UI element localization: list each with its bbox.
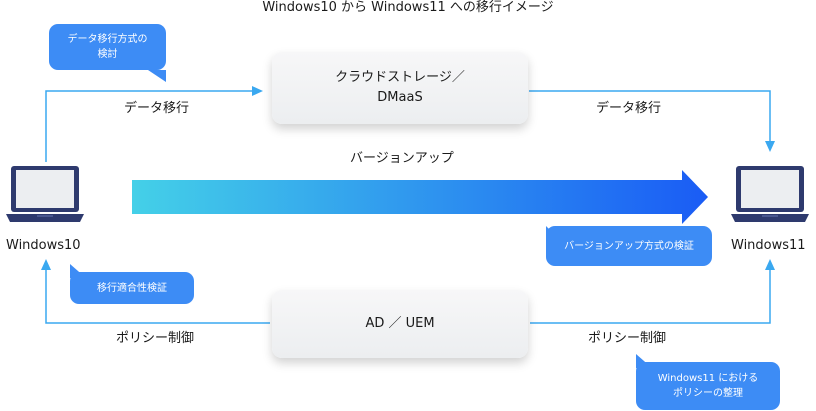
bottom-left-arrowhead	[41, 259, 51, 270]
policy-control-right-label: ポリシー制御	[588, 331, 667, 346]
bubble-tail-data-migration	[148, 70, 166, 82]
policy-control-left-label: ポリシー制御	[116, 331, 195, 346]
bottom-right-arrowhead	[765, 259, 775, 270]
top-right-connector	[529, 90, 771, 143]
windows11-label: Windows11	[731, 238, 806, 253]
windows10-label: Windows10	[6, 238, 81, 253]
bottom-right-connector	[530, 268, 771, 324]
ad-uem-box: AD ／ UEM	[272, 290, 528, 358]
bubble-data-migration-method: データ移行方式の 検討	[49, 24, 166, 70]
ad-uem-box-label: AD ／ UEM	[365, 316, 435, 331]
bubble-compatibility-label: 移行適合性検証	[97, 282, 167, 294]
diagram-title: Windows10 から Windows11 への移行イメージ	[262, 0, 554, 15]
windows11-laptop-icon	[731, 166, 809, 222]
cloud-storage-box-line2: DMaaS	[377, 90, 423, 105]
bubble-policy-line1: Windows11 における	[657, 373, 759, 384]
windows10-laptop-icon	[6, 166, 84, 222]
upgrade-arrow	[132, 170, 708, 224]
bubble-data-migration-line1: データ移行方式の	[67, 34, 148, 45]
data-migration-left-label: データ移行	[124, 101, 190, 116]
bottom-left-connector	[45, 268, 270, 324]
upgrade-arrow-label: バージョンアップ	[350, 151, 454, 166]
bubble-policy-line2: ポリシーの整理	[673, 388, 743, 399]
top-left-connector	[45, 90, 254, 162]
bubble-upgrade-method-label: バージョンアップ方式の検証	[564, 240, 694, 252]
data-migration-right-label: データ移行	[596, 101, 662, 116]
cloud-storage-box: クラウドストレージ／ DMaaS	[272, 52, 528, 124]
cloud-storage-box-line1: クラウドストレージ／	[335, 70, 465, 85]
top-left-arrowhead	[252, 86, 263, 96]
bubble-data-migration-line2: 検討	[97, 49, 118, 60]
bubble-policy-organization: Windows11 における ポリシーの整理	[636, 362, 780, 410]
top-right-arrowhead	[765, 141, 775, 152]
bubble-upgrade-method: バージョンアップ方式の検証	[546, 226, 712, 266]
bubble-compatibility-check: 移行適合性検証	[70, 272, 194, 304]
